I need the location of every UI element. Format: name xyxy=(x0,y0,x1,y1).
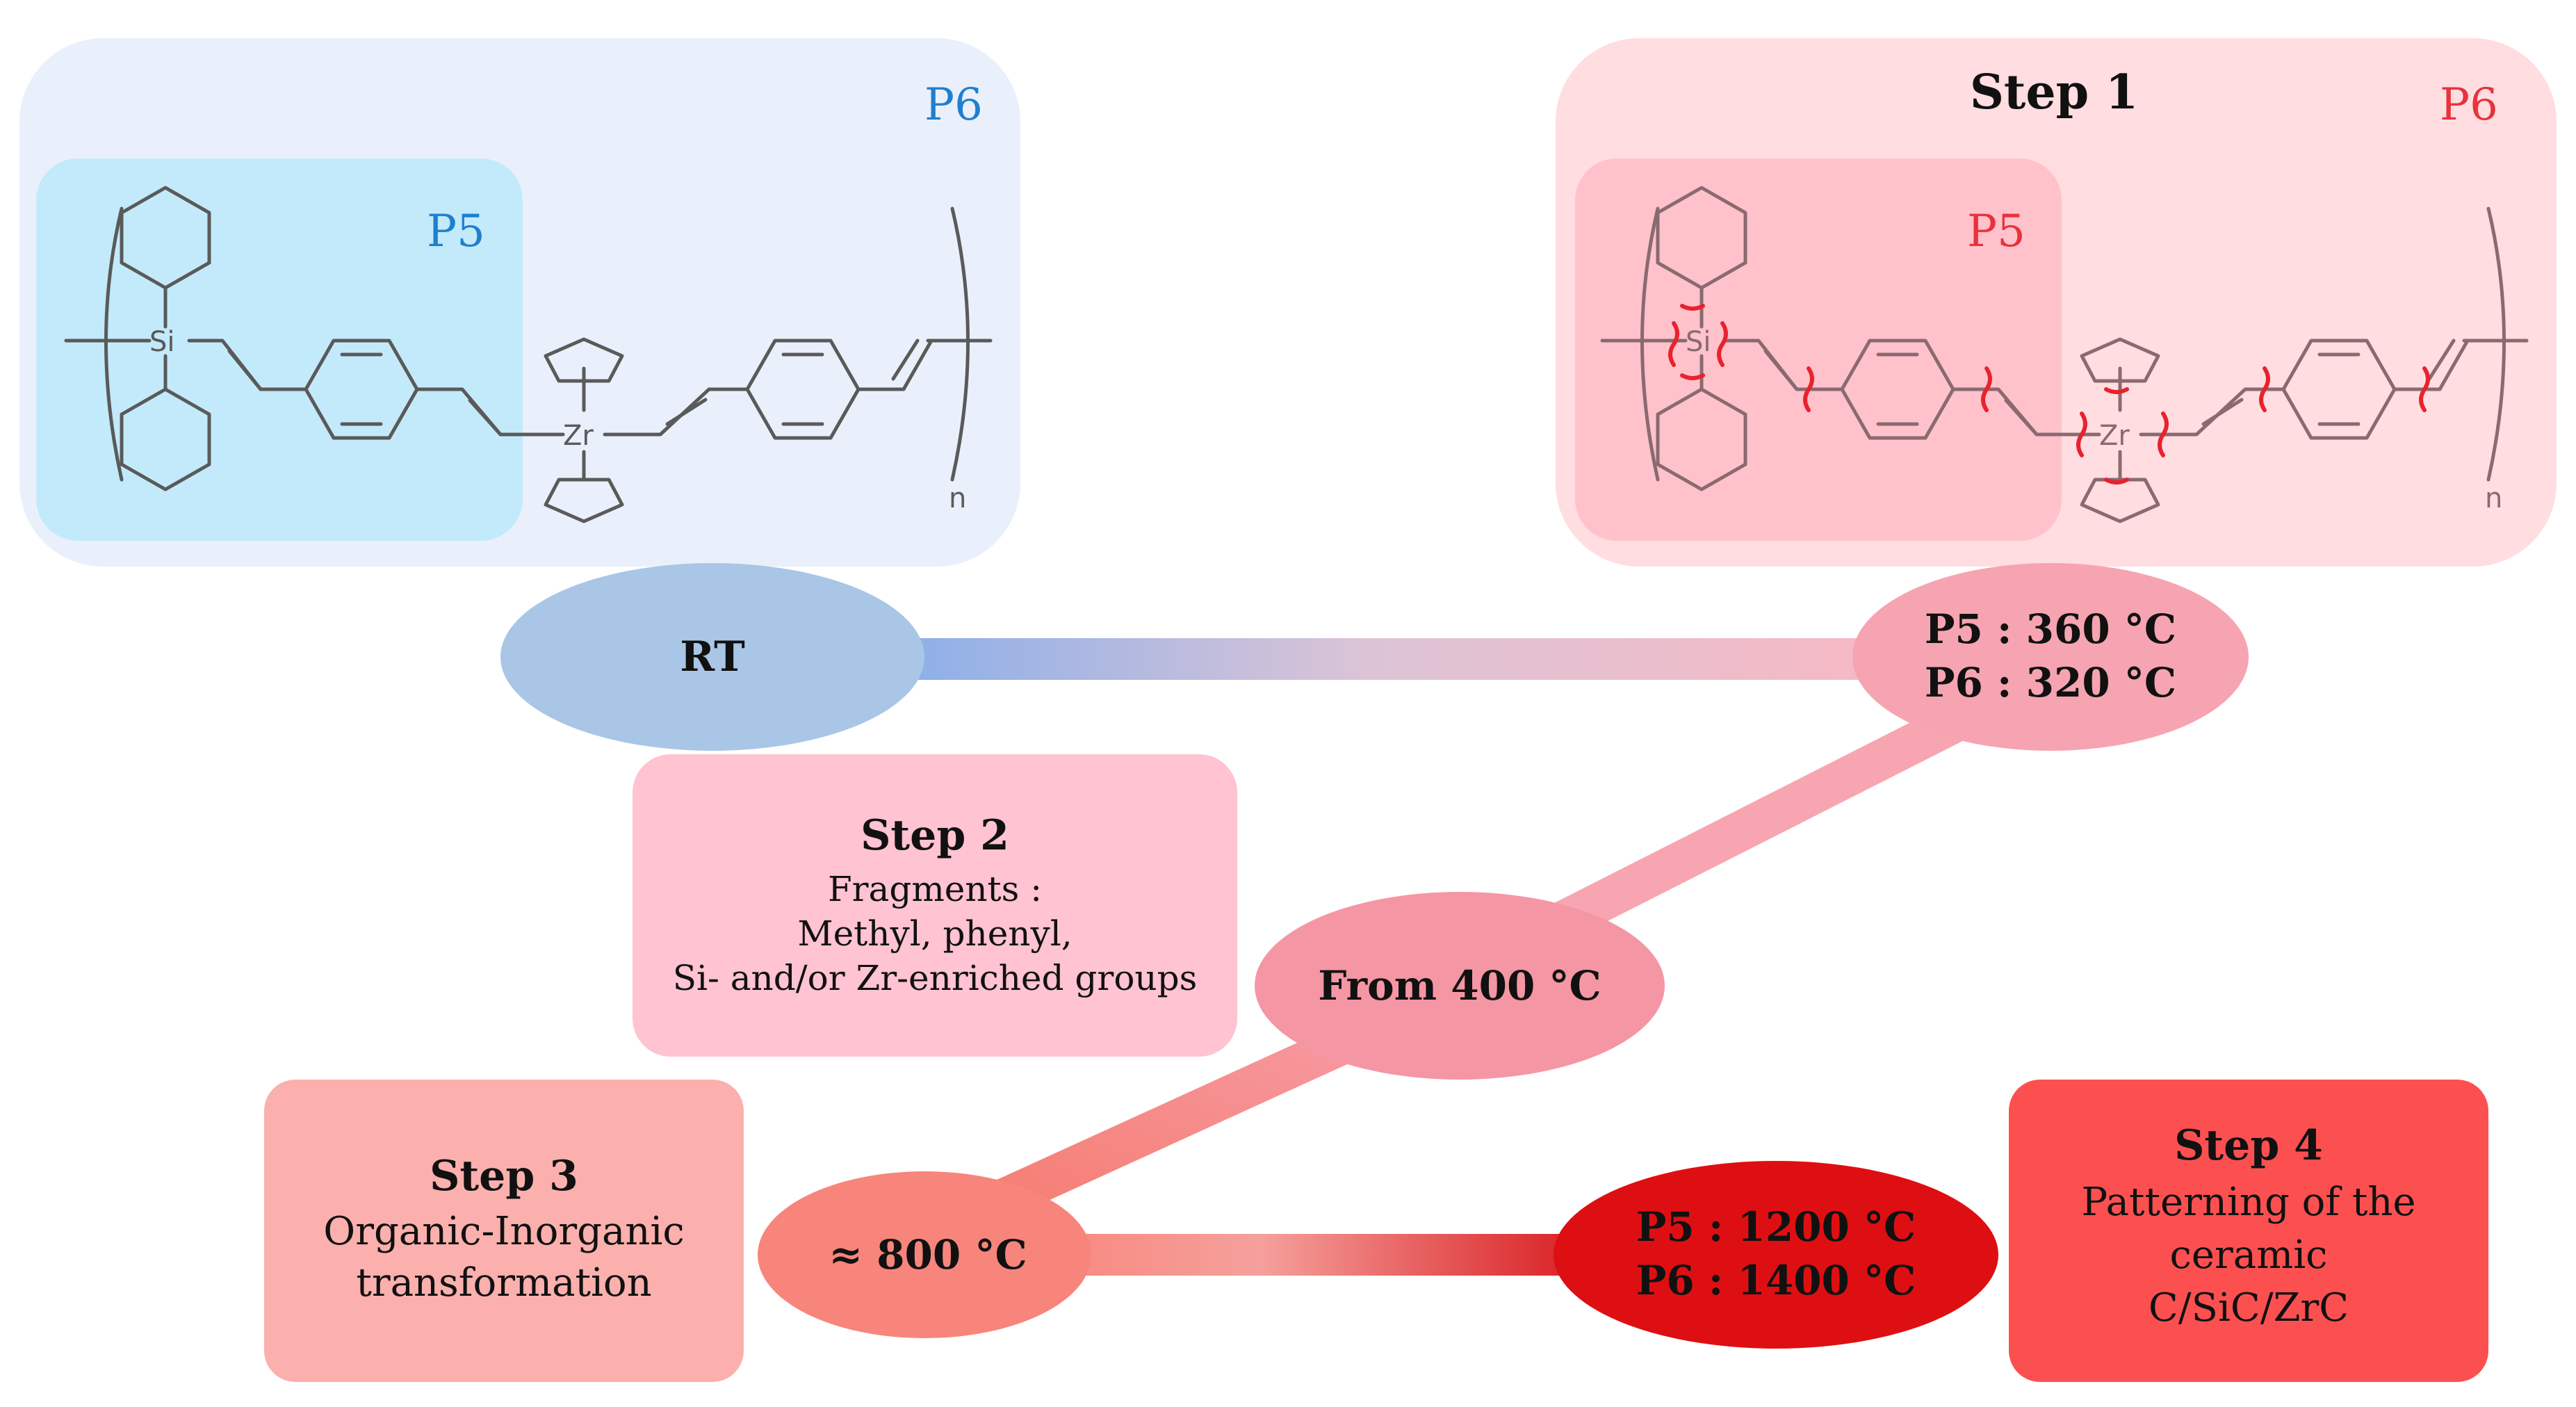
step2-line2: Methyl, phenyl, xyxy=(797,913,1072,954)
step4-line2: ceramic xyxy=(2169,1233,2327,1278)
node-360-320: P5 : 360 °C P6 : 320 °C xyxy=(1852,563,2249,751)
right-subscript-n: n xyxy=(2485,482,2502,514)
right-si-atom: Si xyxy=(1686,326,1711,358)
left-panel: P6 P5 xyxy=(19,38,1020,567)
node-rt: RT xyxy=(500,563,924,751)
node-1200-1400: P5 : 1200 °C P6 : 1400 °C xyxy=(1554,1161,1998,1349)
step2-title: Step 2 xyxy=(861,811,1009,860)
step4-line3: C/SiC/ZrC xyxy=(2149,1285,2349,1331)
left-polymer-structure xyxy=(64,186,993,523)
connector-rt-to-360 xyxy=(918,638,1925,680)
left-subscript-n: n xyxy=(949,482,966,514)
step4-line1: Patterning of the xyxy=(2081,1180,2415,1225)
step4-title: Step 4 xyxy=(2174,1121,2323,1170)
right-p6-label: P6 xyxy=(2440,79,2498,131)
left-phenyl-bottom xyxy=(120,387,211,491)
process-connectors xyxy=(918,638,2015,1276)
left-si-atom: Si xyxy=(149,326,175,358)
bond-cleavage-marks xyxy=(1668,304,2430,485)
step3-line2: transformation xyxy=(356,1260,651,1306)
step3-box: Step 3 Organic-Inorganic transformation xyxy=(264,1080,744,1382)
step2-box: Step 2 Fragments : Methyl, phenyl, Si- a… xyxy=(633,754,1237,1057)
step2-line1: Fragments : xyxy=(828,869,1042,909)
node-rt-label: RT xyxy=(680,633,745,681)
node-p6-1400: P6 : 1400 °C xyxy=(1636,1257,1916,1304)
node-800: ≈ 800 °C xyxy=(758,1171,1091,1338)
step3-line1: Organic-Inorganic xyxy=(323,1209,684,1254)
connector-360-to-400 xyxy=(1481,682,2015,973)
left-cp-bottom xyxy=(544,478,624,523)
step2-line3: Si- and/or Zr-enriched groups xyxy=(673,958,1198,998)
step1-title: Step 1 xyxy=(1970,65,2138,120)
left-zr-atom: Zr xyxy=(563,420,594,452)
left-p5-label: P5 xyxy=(427,206,485,257)
node-p5-360: P5 : 360 °C xyxy=(1925,605,2176,653)
left-p6-label: P6 xyxy=(924,79,983,131)
left-cp-top xyxy=(544,337,624,383)
node-from-400: From 400 °C xyxy=(1255,892,1665,1080)
node-800-label: ≈ 800 °C xyxy=(829,1231,1027,1278)
node-p5-1200: P5 : 1200 °C xyxy=(1636,1203,1916,1251)
node-p6-320: P6 : 320 °C xyxy=(1925,659,2176,706)
right-panel: Step 1 P6 P5 xyxy=(1556,38,2557,567)
right-p5-label: P5 xyxy=(1967,206,2025,257)
right-zr-atom: Zr xyxy=(2099,420,2130,452)
step4-box: Step 4 Patterning of the ceramic C/SiC/Z… xyxy=(2009,1080,2488,1382)
right-polymer-structure xyxy=(1600,186,2529,523)
connector-800-to-1200 xyxy=(1057,1234,1640,1276)
connector-400-to-800 xyxy=(960,1009,1396,1230)
step3-title: Step 3 xyxy=(430,1152,578,1201)
node-from-400-label: From 400 °C xyxy=(1318,962,1601,1009)
right-p5-panel xyxy=(1575,158,2062,541)
left-vinyl-4 xyxy=(856,339,934,391)
left-p5-panel xyxy=(36,158,523,541)
